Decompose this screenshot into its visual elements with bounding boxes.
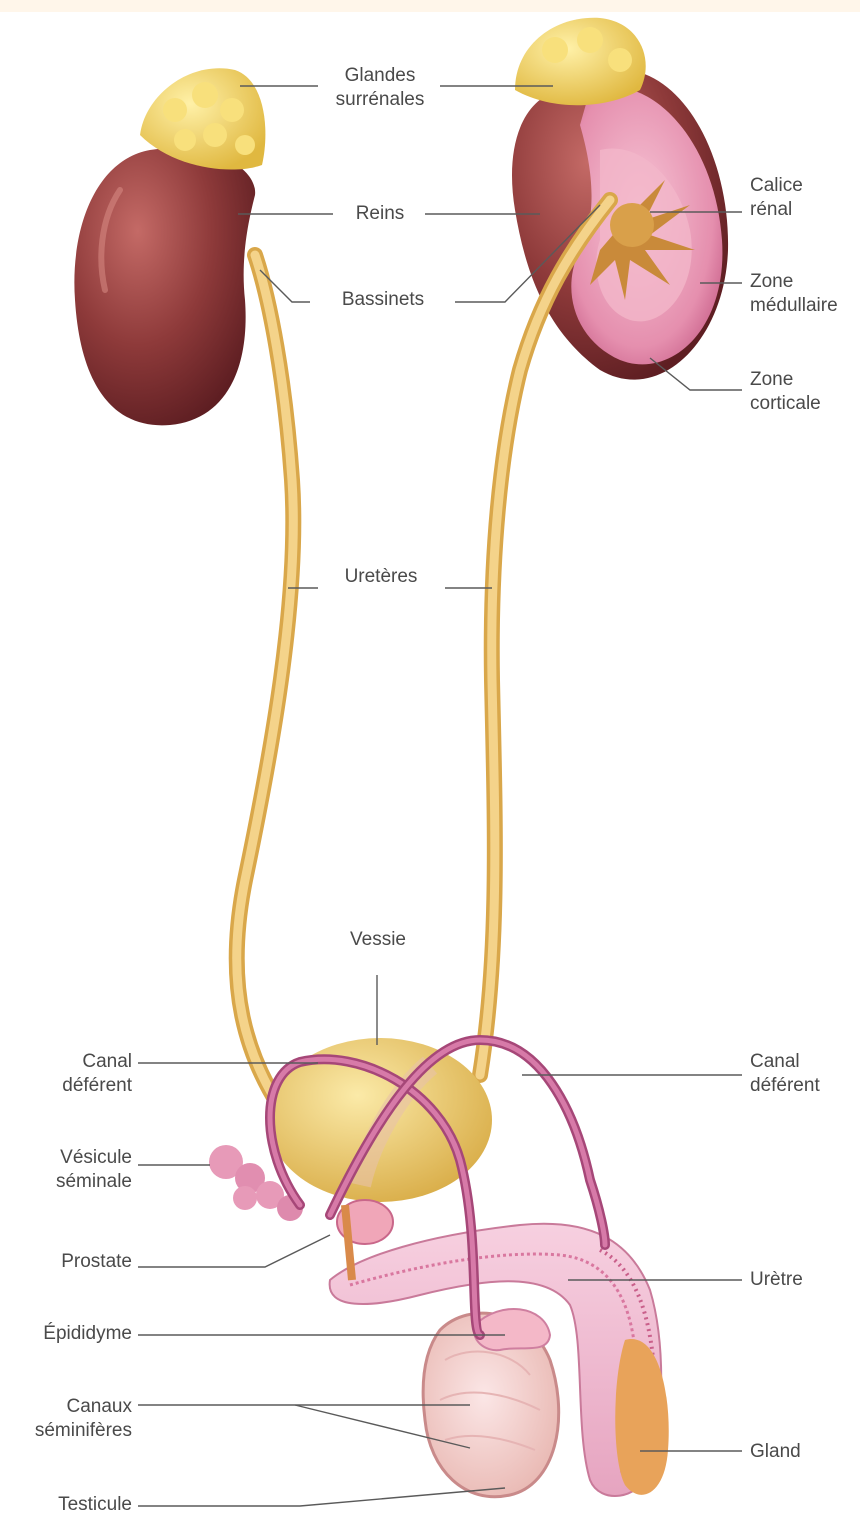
label-calice-renal: Calice rénal	[750, 174, 850, 222]
label-epididyme: Épididyme	[10, 1322, 132, 1346]
label-canal-deferent-left: Canal déférent	[20, 1050, 132, 1098]
label-reins: Reins	[333, 202, 427, 226]
label-testicule: Testicule	[20, 1493, 132, 1517]
label-gland: Gland	[750, 1440, 850, 1464]
right-kidney	[512, 69, 728, 380]
label-prostate: Prostate	[20, 1250, 132, 1274]
leader-prostate	[138, 1235, 330, 1267]
label-uretre: Urètre	[750, 1268, 850, 1292]
label-vesicule-seminale: Vésicule séminale	[20, 1146, 132, 1194]
label-zone-medullaire: Zone médullaire	[750, 270, 858, 318]
label-canaux-seminiferes: Canaux séminifères	[6, 1395, 132, 1443]
label-vessie: Vessie	[330, 928, 426, 952]
right-adrenal-gland	[515, 18, 646, 105]
label-bassinets: Bassinets	[312, 288, 454, 312]
left-ureter	[237, 255, 300, 1135]
leader-testicule	[138, 1488, 505, 1506]
label-ureteres: Uretères	[318, 565, 444, 589]
label-canal-deferent-right: Canal déférent	[750, 1050, 850, 1098]
label-zone-corticale: Zone corticale	[750, 368, 850, 416]
label-glandes-surrenales: Glandes surrénales	[318, 64, 442, 112]
left-kidney	[74, 148, 255, 425]
